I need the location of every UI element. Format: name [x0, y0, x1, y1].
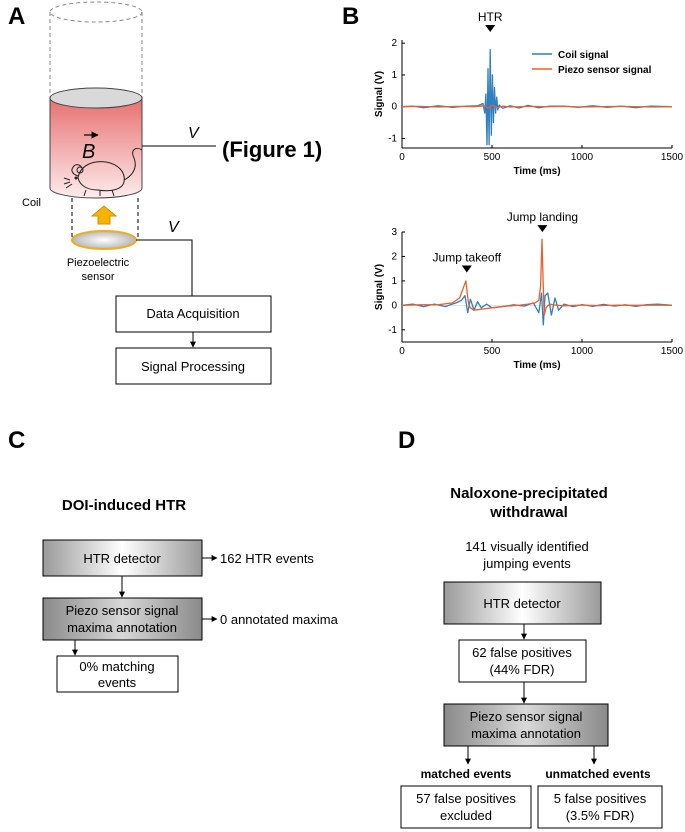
coil-signal-line — [401, 292, 673, 326]
d-unmatched-line1: 5 false positives — [554, 791, 647, 806]
piezo-signal-line — [401, 104, 673, 109]
magnetic-field-vector: B — [82, 131, 99, 163]
y-tick-label: 0 — [391, 300, 397, 311]
d-unmatched-box — [537, 785, 663, 829]
legend-label: Piezo sensor signal — [558, 65, 652, 76]
annotation-marker-icon — [461, 265, 472, 273]
voltage-label-bottom: V — [168, 219, 180, 236]
coil-signal-line — [401, 48, 673, 146]
panel-letter-b: B — [342, 3, 359, 30]
d-annotation-box — [443, 703, 609, 747]
y-axis-title: Signal (V) — [374, 264, 385, 310]
d-matched-line2: excluded — [440, 808, 492, 823]
x-tick-label: 1000 — [571, 152, 594, 163]
coil-cylinder — [49, 87, 143, 199]
d-matched-line1: 57 false positives — [416, 791, 516, 806]
d-fp-line2: (44% FDR) — [489, 662, 554, 677]
y-tick-label: 1 — [391, 70, 397, 81]
c-result-box — [56, 655, 179, 693]
x-tick-label: 500 — [484, 346, 501, 357]
y-tick-label: 0 — [391, 102, 397, 113]
panel-a: A B V (Figure 1) — [8, 1, 322, 385]
x-tick-label: 0 — [399, 346, 405, 357]
annotation-label: HTR — [478, 10, 503, 24]
panel-letter-d: D — [398, 427, 415, 454]
signal-processing-label: Signal Processing — [141, 359, 245, 374]
d-htr-detector-label: HTR detector — [483, 596, 561, 611]
voltage-label-top: V — [188, 125, 200, 142]
piezo-sensor-disc — [71, 230, 137, 250]
y-tick-label: -1 — [388, 325, 397, 336]
y-tick-label: 2 — [391, 38, 397, 49]
d-annotation-line2: maxima annotation — [471, 726, 581, 741]
c-detector-output: 162 HTR events — [220, 551, 314, 566]
piezo-signal-line — [401, 238, 673, 316]
d-unmatched-line2: (3.5% FDR) — [566, 808, 635, 823]
d-matched-box — [400, 785, 532, 829]
c-annotation-output: 0 annotated maxima — [220, 612, 339, 627]
annotation-label: Jump landing — [507, 210, 578, 224]
d-false-positive-box — [458, 639, 587, 683]
dashed-cylinder-outline — [49, 1, 143, 98]
sensor-label-line1: Piezoelectric — [67, 257, 130, 269]
coil-label: Coil — [22, 197, 41, 209]
c-result-line1: 0% matching — [79, 659, 154, 674]
figure-reference: (Figure 1) — [222, 137, 322, 162]
c-annotation-box — [42, 597, 203, 641]
y-tick-label: -1 — [388, 133, 397, 144]
c-annotation-line2: maxima annotation — [67, 620, 177, 635]
c-annotation-line1: Piezo sensor signal — [66, 603, 179, 618]
sensor-label-line2: sensor — [81, 271, 114, 283]
sensor-wire — [136, 239, 193, 296]
annotation-marker-icon — [537, 225, 548, 233]
legend-label: Coil signal — [558, 50, 609, 61]
d-fp-line1: 62 false positives — [472, 645, 572, 660]
d-matched-label: matched events — [421, 767, 512, 781]
panel-letter-c: C — [8, 427, 25, 454]
d-htr-detector-box — [443, 581, 602, 625]
panel-d-title-line2: withdrawal — [489, 504, 568, 521]
x-tick-label: 500 — [484, 152, 501, 163]
panel-c-title: DOI-induced HTR — [62, 497, 186, 514]
x-axis-title: Time (ms) — [513, 360, 560, 371]
y-tick-label: 1 — [391, 276, 397, 287]
annotation-marker-icon — [485, 25, 496, 32]
panel-c: C DOI-induced HTR HTR detector 162 HTR e… — [8, 427, 339, 693]
x-tick-label: 1500 — [661, 152, 684, 163]
x-axis-title: Time (ms) — [513, 166, 560, 177]
y-tick-label: 2 — [391, 251, 397, 262]
panel-d: D Naloxone-precipitated withdrawal 141 v… — [398, 427, 663, 829]
annotation-label: Jump takeoff — [433, 250, 502, 264]
d-unmatched-label: unmatched events — [545, 767, 651, 781]
x-tick-label: 1000 — [571, 346, 594, 357]
x-tick-label: 0 — [399, 152, 405, 163]
y-axis-title: Signal (V) — [374, 71, 385, 117]
d-input-line2: jumping events — [482, 556, 571, 571]
c-result-line2: events — [98, 675, 137, 690]
data-acquisition-box — [115, 295, 272, 333]
signal-processing-box — [115, 347, 272, 385]
x-tick-label: 1500 — [661, 346, 684, 357]
y-tick-label: 3 — [391, 227, 397, 238]
b-symbol: B — [82, 141, 95, 163]
c-htr-detector-box — [42, 539, 203, 577]
d-input-line1: 141 visually identified — [465, 539, 589, 554]
d-annotation-line1: Piezo sensor signal — [470, 709, 583, 724]
panel-letter-a: A — [8, 3, 25, 30]
mouse-icon — [63, 147, 143, 197]
force-arrow-icon — [90, 205, 118, 225]
panel-d-title-line1: Naloxone-precipitated — [450, 485, 608, 502]
data-acquisition-label: Data Acquisition — [146, 306, 239, 321]
c-htr-detector-label: HTR detector — [83, 551, 161, 566]
